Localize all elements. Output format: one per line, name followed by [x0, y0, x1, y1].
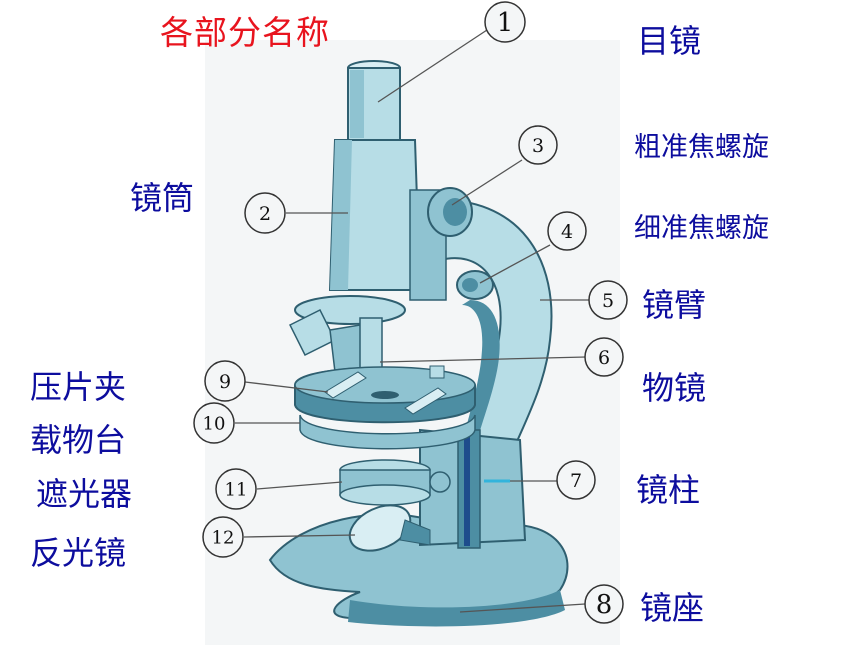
body-tube-shade: [330, 140, 352, 290]
number-circle-8: [584, 584, 624, 624]
leader-line-1: [377, 29, 488, 103]
eyepiece-shade: [350, 70, 364, 138]
number-8: 8: [596, 590, 613, 620]
diaphragm-bottom: [339, 484, 431, 506]
number-circle-5: [588, 280, 628, 320]
pillar-rack-stripe: [464, 432, 470, 546]
number-circle-6: [584, 337, 624, 377]
number-1: 1: [497, 8, 514, 38]
number-10: 10: [203, 414, 226, 435]
coarse-knob-center: [443, 198, 467, 226]
leader-lines: [235, 29, 590, 613]
leader-line-11: [256, 481, 343, 490]
number-3: 3: [532, 135, 544, 157]
number-circle-4: [547, 211, 587, 251]
leader-line-12: [243, 534, 356, 538]
number-circle-11: [215, 468, 257, 510]
stage-clip-left: [324, 371, 367, 399]
base-shadow: [348, 590, 565, 627]
stage-hole: [371, 391, 399, 399]
label-mirror: 反光镜: [30, 534, 127, 572]
label-pillar: 镜柱: [636, 471, 701, 509]
diagram-title: 各部分名称: [160, 13, 330, 52]
number-12: 12: [212, 528, 235, 549]
label-body-tube: 镜筒: [130, 179, 195, 217]
number-circle-2: [244, 192, 286, 234]
condenser-knob: [429, 471, 451, 493]
label-fine-focus: 细准焦螺旋: [634, 213, 769, 244]
stage-knob: [429, 365, 445, 379]
label-coarse-focus: 粗准焦螺旋: [634, 132, 769, 163]
number-6: 6: [598, 347, 610, 369]
label-objective: 物镜: [642, 369, 707, 407]
objective-right: [359, 317, 383, 369]
number-texts: 1 2 3 4 5 6 7 8 9 10 11 12: [203, 8, 615, 620]
number-circle-9: [204, 360, 246, 402]
label-base: 镜座: [640, 589, 705, 627]
leader-line-6: [379, 356, 587, 363]
leader-line-4: [479, 244, 551, 284]
number-9: 9: [219, 371, 231, 393]
label-eyepiece: 目镜: [637, 22, 702, 60]
number-2: 2: [259, 203, 271, 225]
number-4: 4: [561, 221, 573, 243]
fine-knob-center: [462, 278, 478, 292]
number-circle-7: [556, 460, 596, 500]
number-circle-10: [193, 402, 235, 444]
leader-line-8: [459, 603, 586, 613]
mirror-bracket: [399, 519, 431, 546]
number-11: 11: [225, 480, 248, 501]
label-arm: 镜臂: [642, 286, 707, 324]
leader-line-9: [244, 381, 329, 393]
label-stage-clip: 压片夹: [30, 368, 127, 406]
number-5: 5: [602, 290, 614, 312]
number-7: 7: [570, 470, 582, 492]
leader-line-3: [451, 159, 523, 206]
number-circle-12: [202, 516, 244, 558]
stage-lower: [299, 414, 476, 450]
number-circle-1: [484, 1, 526, 43]
label-stage: 载物台: [30, 421, 127, 459]
label-diaphragm: 遮光器: [36, 475, 133, 513]
number-circle-3: [518, 125, 558, 165]
mirror: [348, 504, 412, 552]
number-circles: [193, 1, 628, 624]
stage-clip-right: [404, 387, 447, 415]
